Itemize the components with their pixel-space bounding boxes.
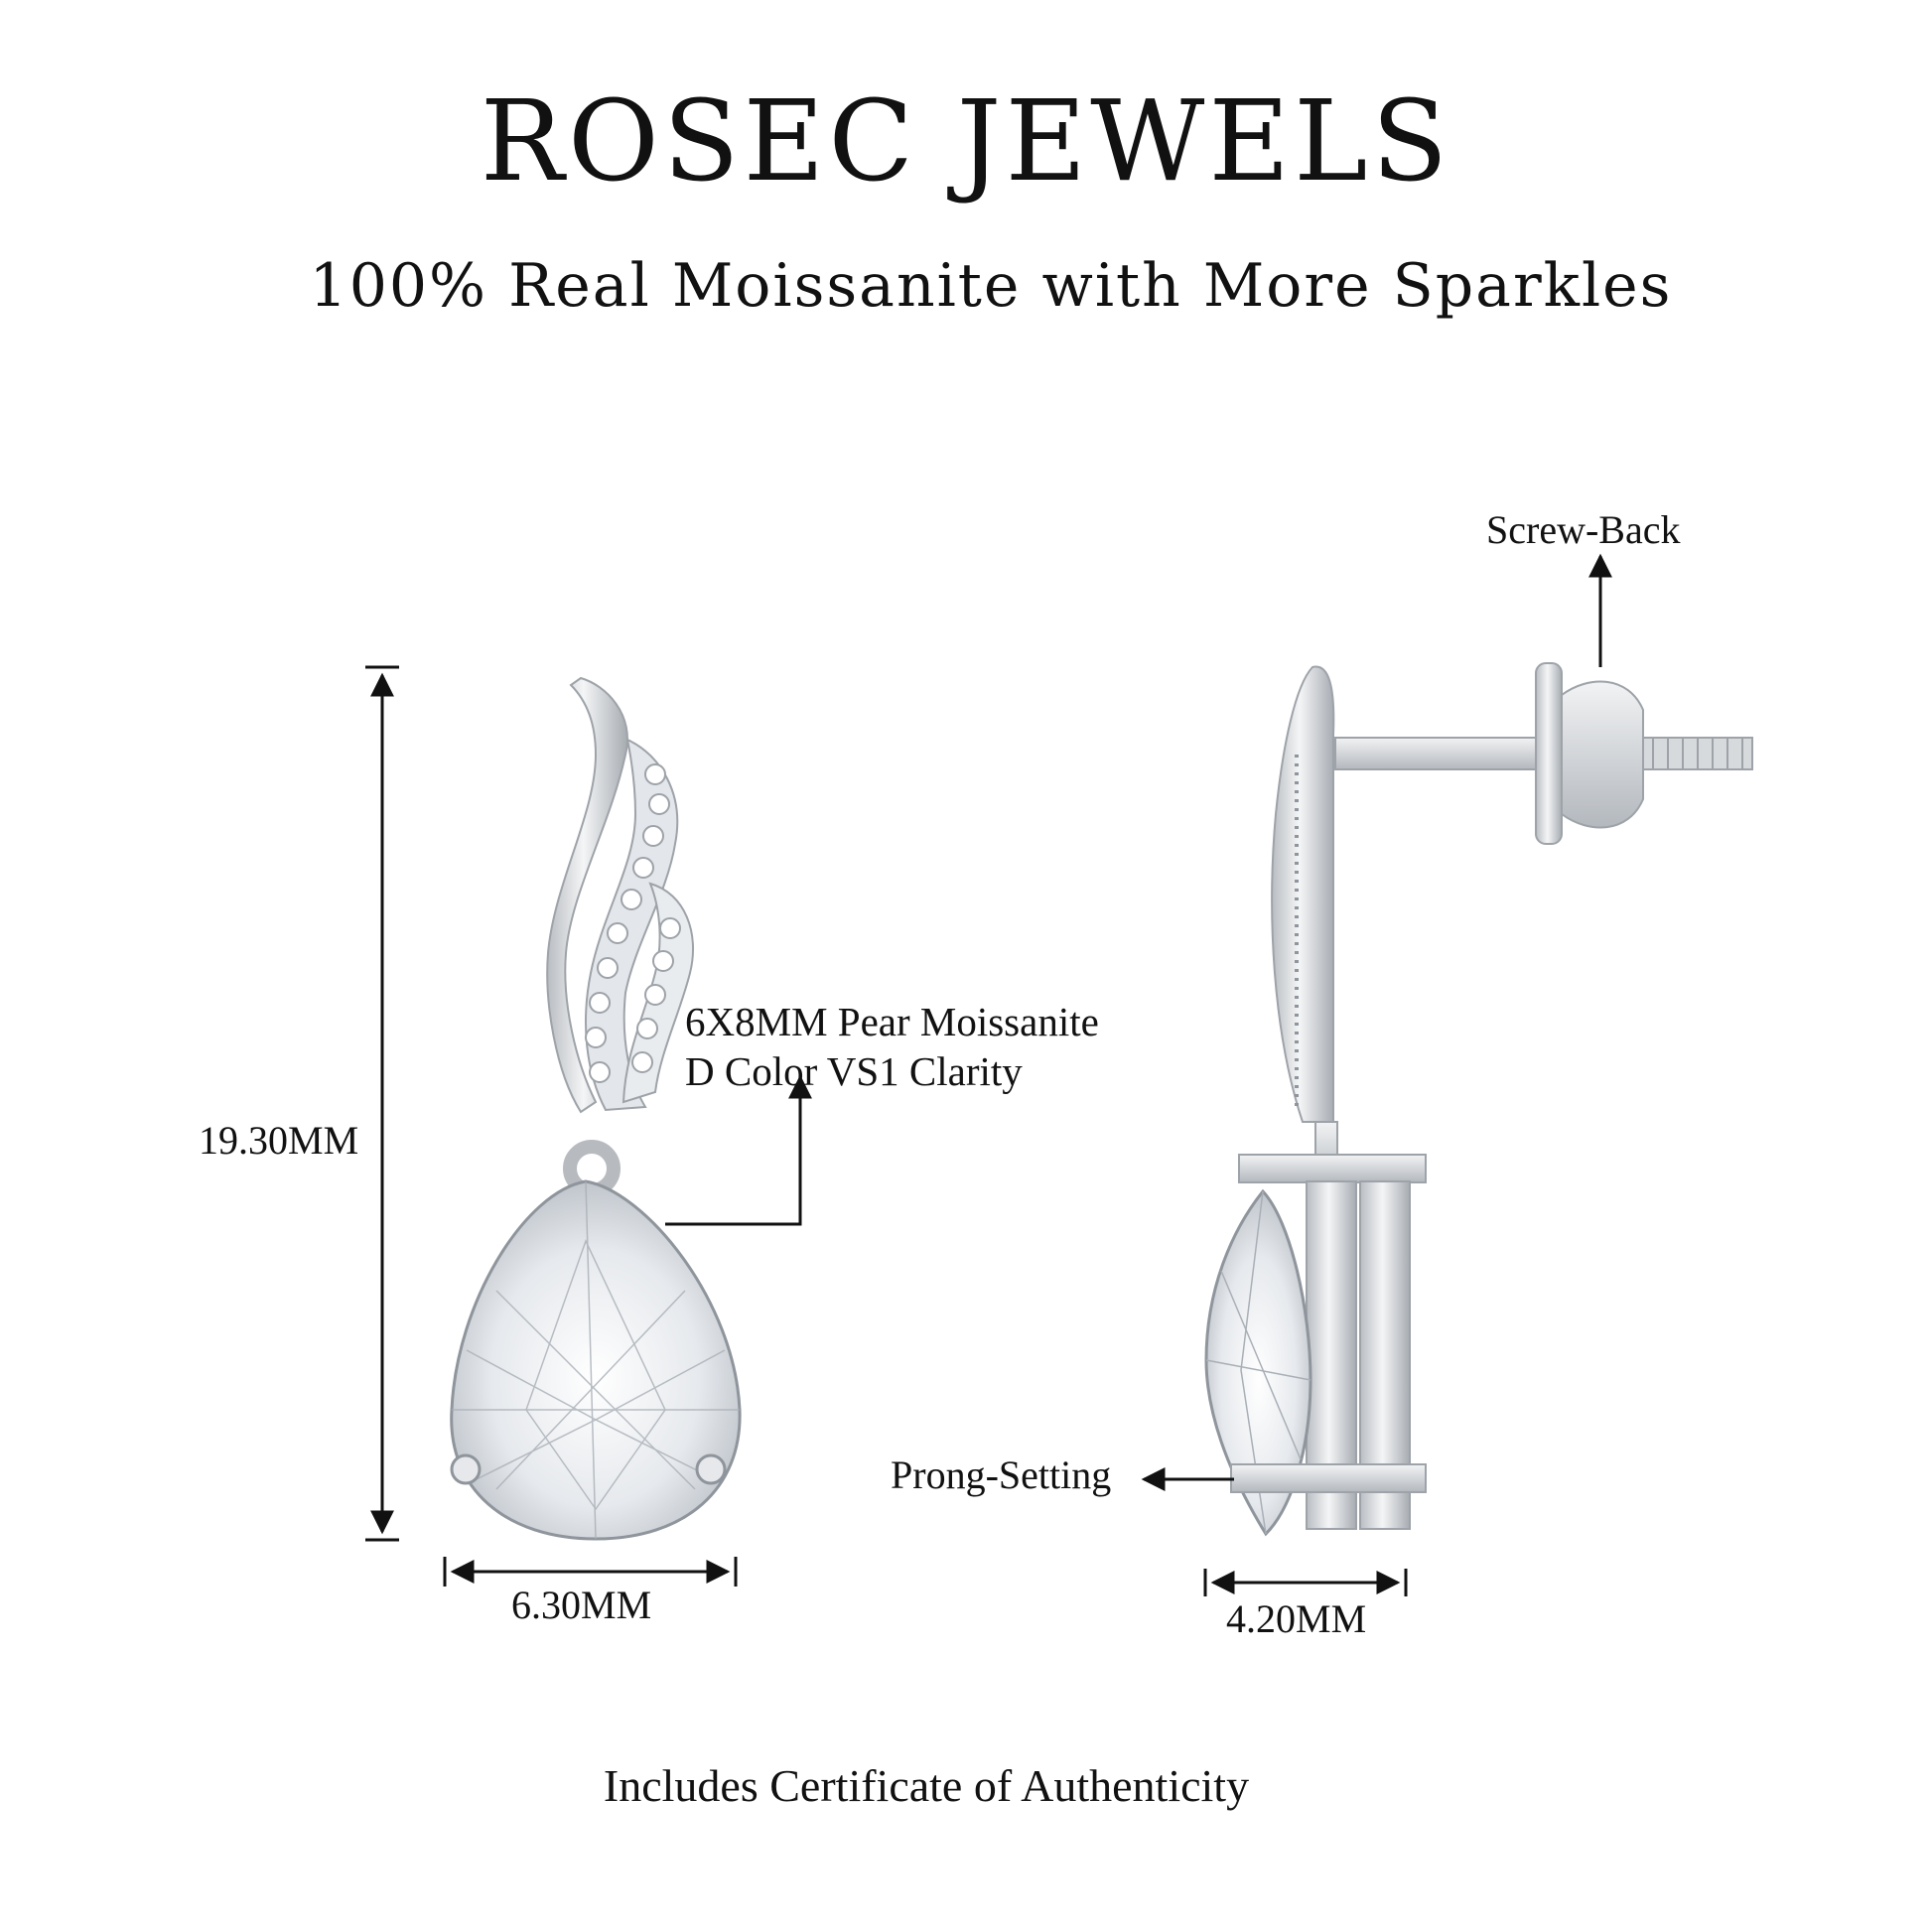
side-screw-back-nut — [1561, 680, 1644, 829]
side-screw-back-disc — [1535, 662, 1563, 845]
screw-back-label: Screw-Back — [1486, 507, 1681, 552]
front-earring — [450, 676, 742, 1541]
height-dimension-label: 19.30MM — [199, 1118, 359, 1163]
dimension-front-width — [443, 1557, 738, 1587]
side-basket-top-rail — [1238, 1154, 1427, 1183]
certificate-note: Includes Certificate of Authenticity — [603, 1760, 1250, 1811]
brand-title: ROSEC JEWELS — [480, 77, 1452, 207]
front-width-dimension-label: 6.30MM — [511, 1583, 652, 1627]
dimension-height — [365, 665, 399, 1542]
front-leaf-band — [546, 676, 628, 1114]
side-prong-rail — [1230, 1463, 1427, 1493]
front-stone-facets — [452, 1180, 740, 1540]
side-screw-thread — [1637, 737, 1753, 770]
side-earring — [1204, 662, 1753, 1537]
stone-callout-leader — [665, 1074, 812, 1226]
front-pave-stones — [585, 763, 681, 1083]
tagline: 100% Real Moissanite with More Sparkles — [309, 251, 1673, 321]
dimension-side-width — [1203, 1569, 1408, 1596]
prong-setting-label: Prong-Setting — [891, 1452, 1112, 1497]
front-pear-stone — [450, 1179, 742, 1541]
front-prong-right — [695, 1453, 727, 1485]
front-prong-left — [450, 1453, 482, 1485]
side-leaf-profile — [1271, 665, 1335, 1123]
side-width-dimension-label: 4.20MM — [1226, 1596, 1367, 1641]
side-post — [1334, 737, 1540, 770]
stone-spec-line-1: 6X8MM Pear Moissanite — [685, 999, 1099, 1044]
stone-spec-line-2: D Color VS1 Clarity — [685, 1048, 1023, 1094]
